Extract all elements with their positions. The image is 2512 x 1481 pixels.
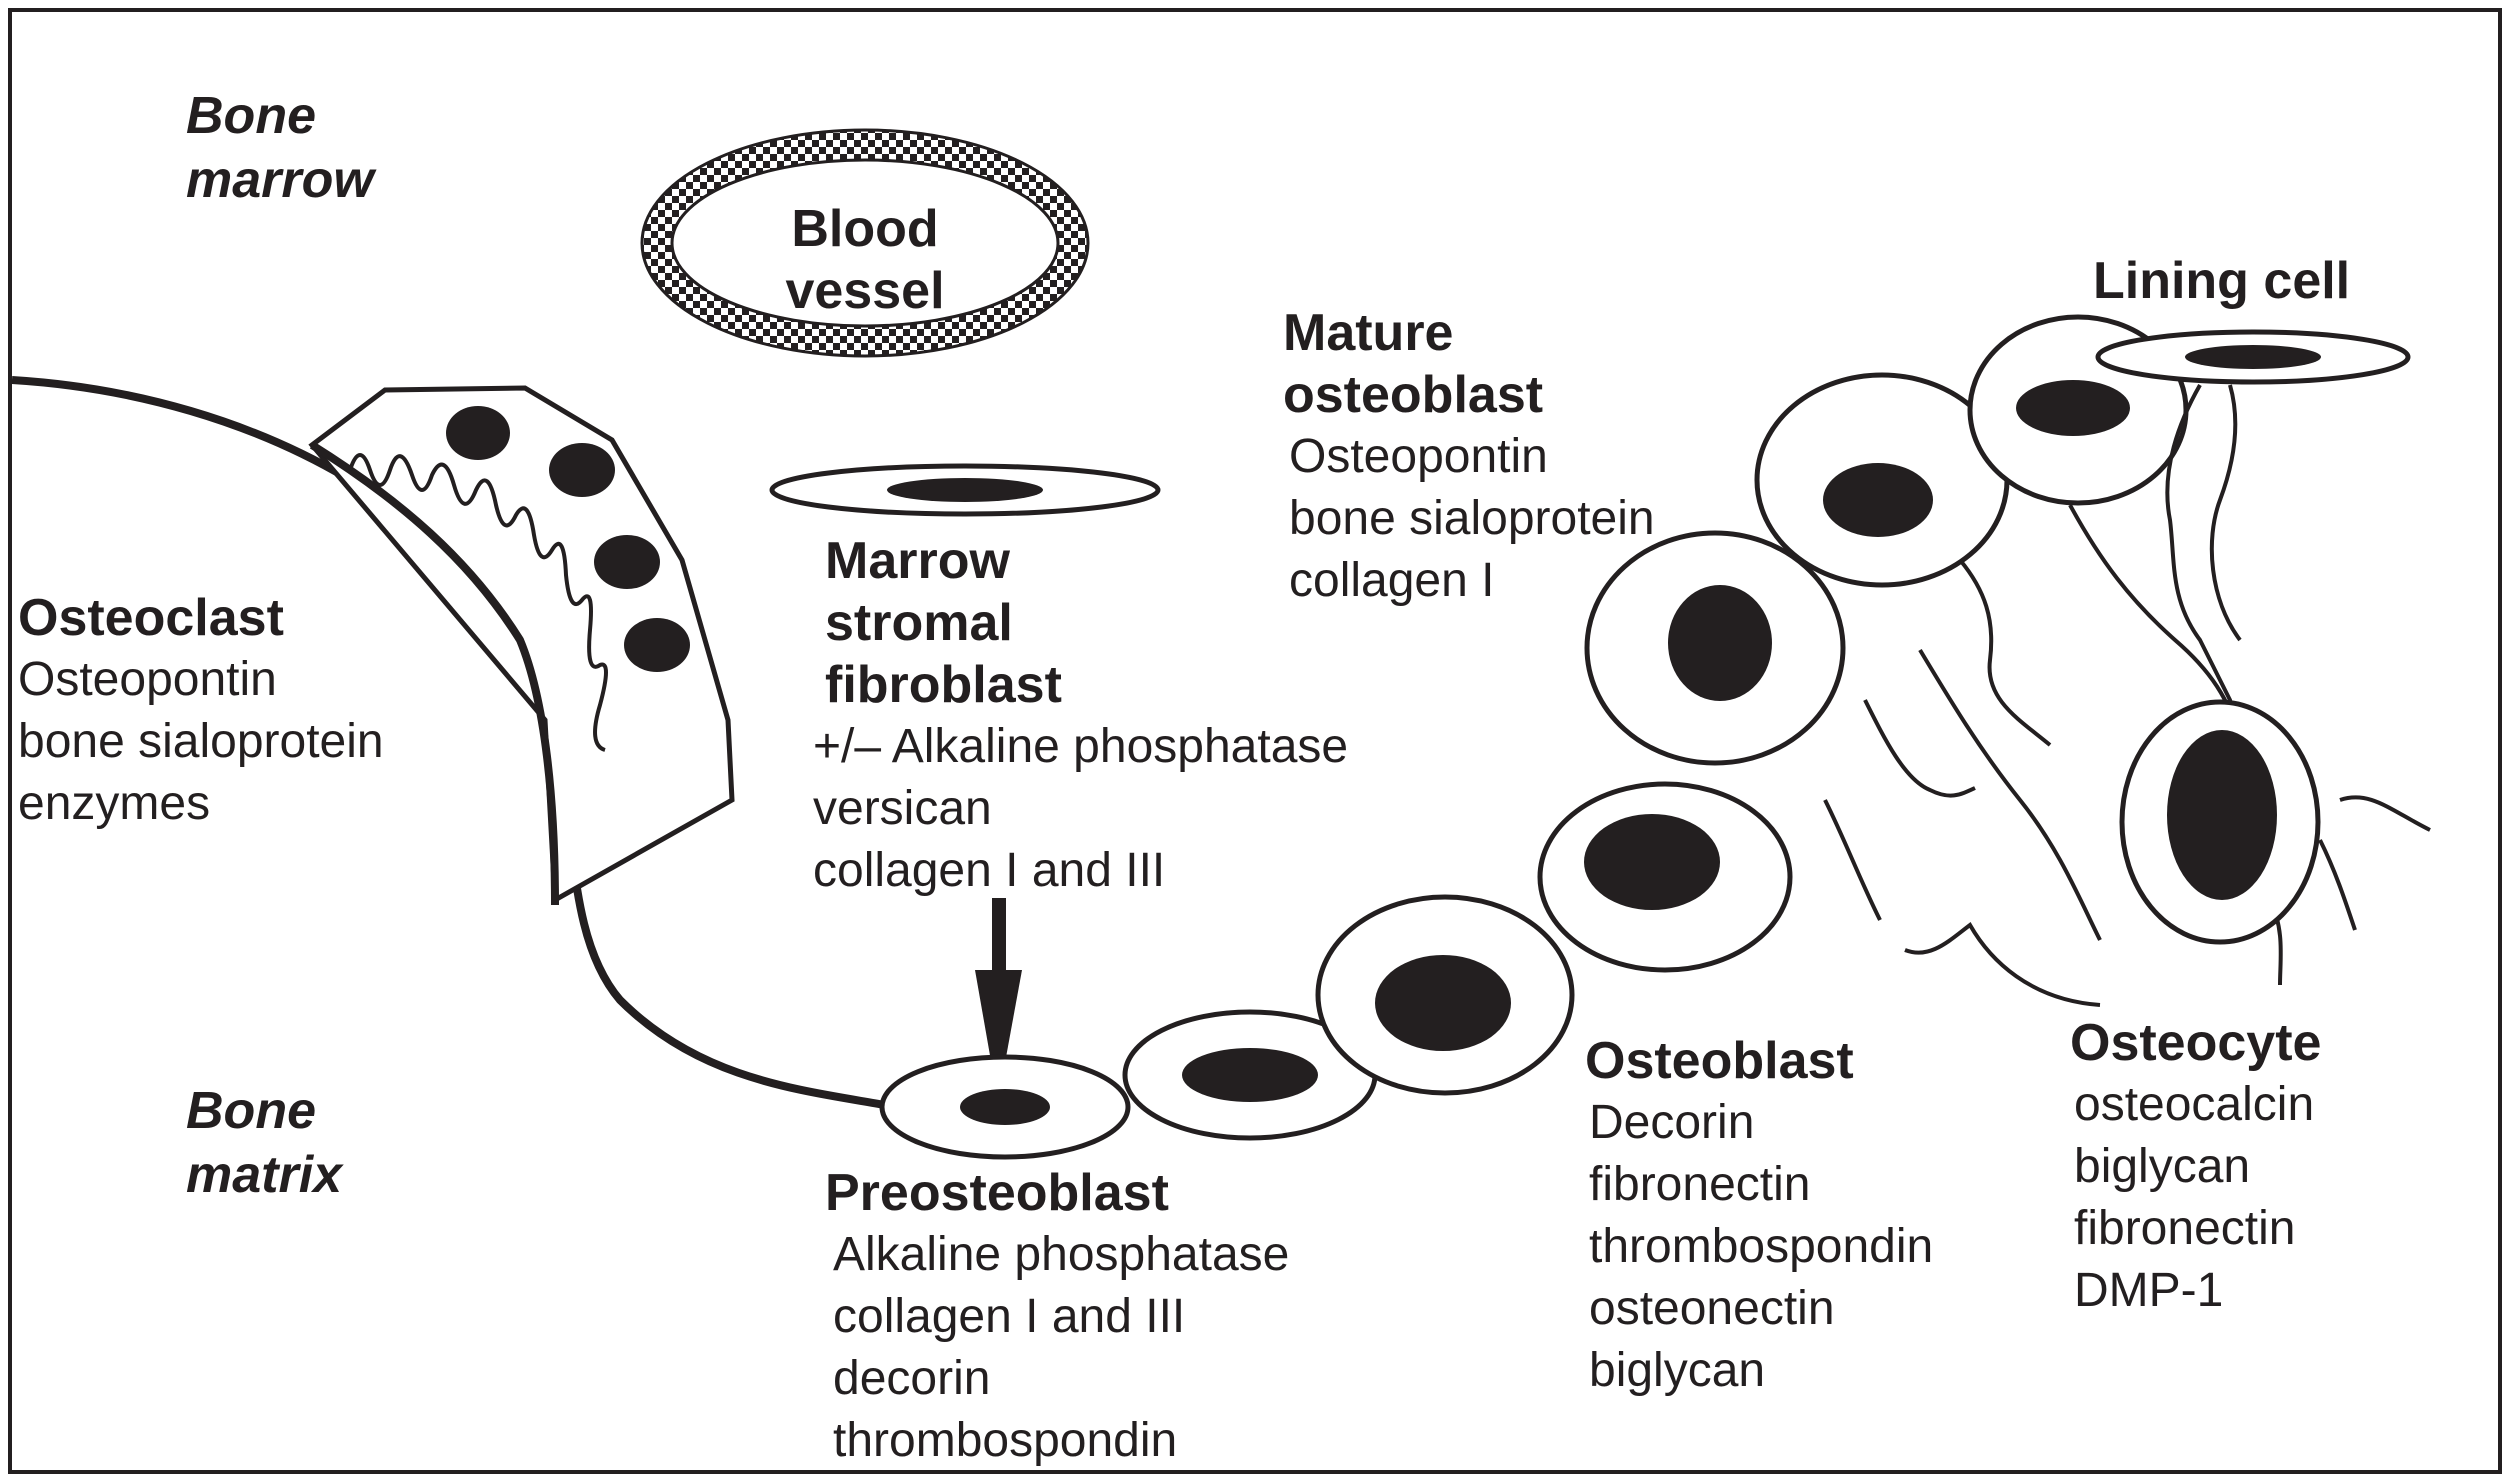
preosteoblast-marker: thrombospondin [833,1414,1178,1467]
bone-marrow-label: Bone marrow [186,84,374,212]
preosteoblast-marker: collagen I and III [833,1290,1186,1343]
blood-vessel-label-line: vessel [785,262,945,320]
osteoblast-label-group: Osteoblast Decorin fibronectin thrombosp… [1585,1030,1933,1402]
preosteoblast-label-group: Preosteoblast Alkaline phosphatase colla… [825,1162,1289,1472]
bone-marrow-label-line: marrow [186,151,374,209]
osteoblast-cell [1122,1009,1378,1141]
mature-osteoblast-title-line: osteoblast [1283,366,1544,424]
osteoblast-marker: Decorin [1589,1096,1755,1149]
osteocyte-processes [1823,384,2431,1007]
blood-vessel [640,128,1090,358]
osteocyte-marker: fibronectin [2074,1202,2296,1255]
osteoclast-nucleus [624,618,690,672]
osteoblast-marker: thrombospondin [1589,1220,1934,1273]
fibroblast-markers: +/– Alkaline phosphatase versican collag… [813,716,1348,902]
mature-osteoblast-label-group: Mature osteoblast Osteopontin bone sialo… [1283,302,1655,612]
osteoclast-marker: bone sialoprotein [18,715,384,768]
osteoblast-marker: fibronectin [1589,1158,1811,1211]
osteoclast-marker: enzymes [18,777,211,830]
figure-border [8,8,2502,1474]
fibroblast-title-line: fibroblast [825,656,1062,714]
osteoclast-label-group: Osteoclast Osteopontin bone sialoprotein… [18,587,384,835]
osteocyte-marker: osteocalcin [2074,1078,2315,1131]
fibroblast-title-line: Marrow [825,532,1010,590]
bone-marrow-label-line: Bone [186,87,316,145]
osteoblast-marker: osteonectin [1589,1282,1835,1335]
preosteoblast-marker: Alkaline phosphatase [833,1228,1290,1281]
mature-osteoblast-cell [1584,530,1846,766]
fibroblast-marker: +/– Alkaline phosphatase [813,720,1349,773]
preosteoblast-cell [879,1054,1131,1160]
osteoblast-title: Osteoblast [1585,1032,1854,1090]
osteoblast-cell [1315,894,1575,1096]
osteocyte-marker: biglycan [2074,1140,2251,1193]
mature-osteoblast-marker: collagen I [1289,554,1495,607]
osteoclast-marker: Osteopontin [18,653,277,706]
osteocyte-cell [2119,699,2321,945]
osteoblast-cell [1537,781,1793,973]
lining-cell [2095,329,2411,385]
blood-vessel-label-line: Blood [791,200,939,258]
osteoclast-nucleus [549,443,615,497]
osteoblast-marker: biglycan [1589,1344,1766,1397]
bone-matrix-label-line: matrix [186,1146,343,1204]
lining-cell-title: Lining cell [2093,252,2351,310]
ruffled-border [348,453,608,752]
osteoclast-cell [308,385,735,906]
mature-osteoblast-marker: bone sialoprotein [1289,492,1655,545]
preosteoblast-marker: decorin [833,1352,991,1405]
bone-matrix-label-line: Bone [186,1082,316,1140]
differentiation-arrow [975,898,1022,1101]
bone-matrix-label: Bone matrix [186,1079,342,1207]
blood-vessel-label: Blood vessel [765,198,965,322]
osteocyte-marker: DMP-1 [2074,1264,2224,1317]
mature-osteoblast-marker: Osteopontin [1289,430,1548,483]
fibroblast-marker: versican [813,782,992,835]
fibroblast-marker: collagen I and III [813,844,1166,897]
mature-osteoblast-cell [1754,372,2010,588]
fibroblast-title-line: stromal [825,594,1013,652]
preosteoblast-title: Preosteoblast [825,1164,1169,1222]
osteoclast-title: Osteoclast [18,589,284,647]
mature-osteoblast-title-line: Mature [1283,304,1454,362]
osteocyte-label-group: Osteocyte osteocalcin biglycan fibronect… [2070,1012,2321,1322]
fibroblast-title-group: Marrow stromal fibroblast [825,530,1062,716]
marrow-stromal-fibroblast-cell [769,463,1161,517]
osteocyte-title: Osteocyte [2070,1014,2322,1072]
osteoclast-nucleus [446,406,510,460]
osteoclast-nucleus [594,535,660,589]
